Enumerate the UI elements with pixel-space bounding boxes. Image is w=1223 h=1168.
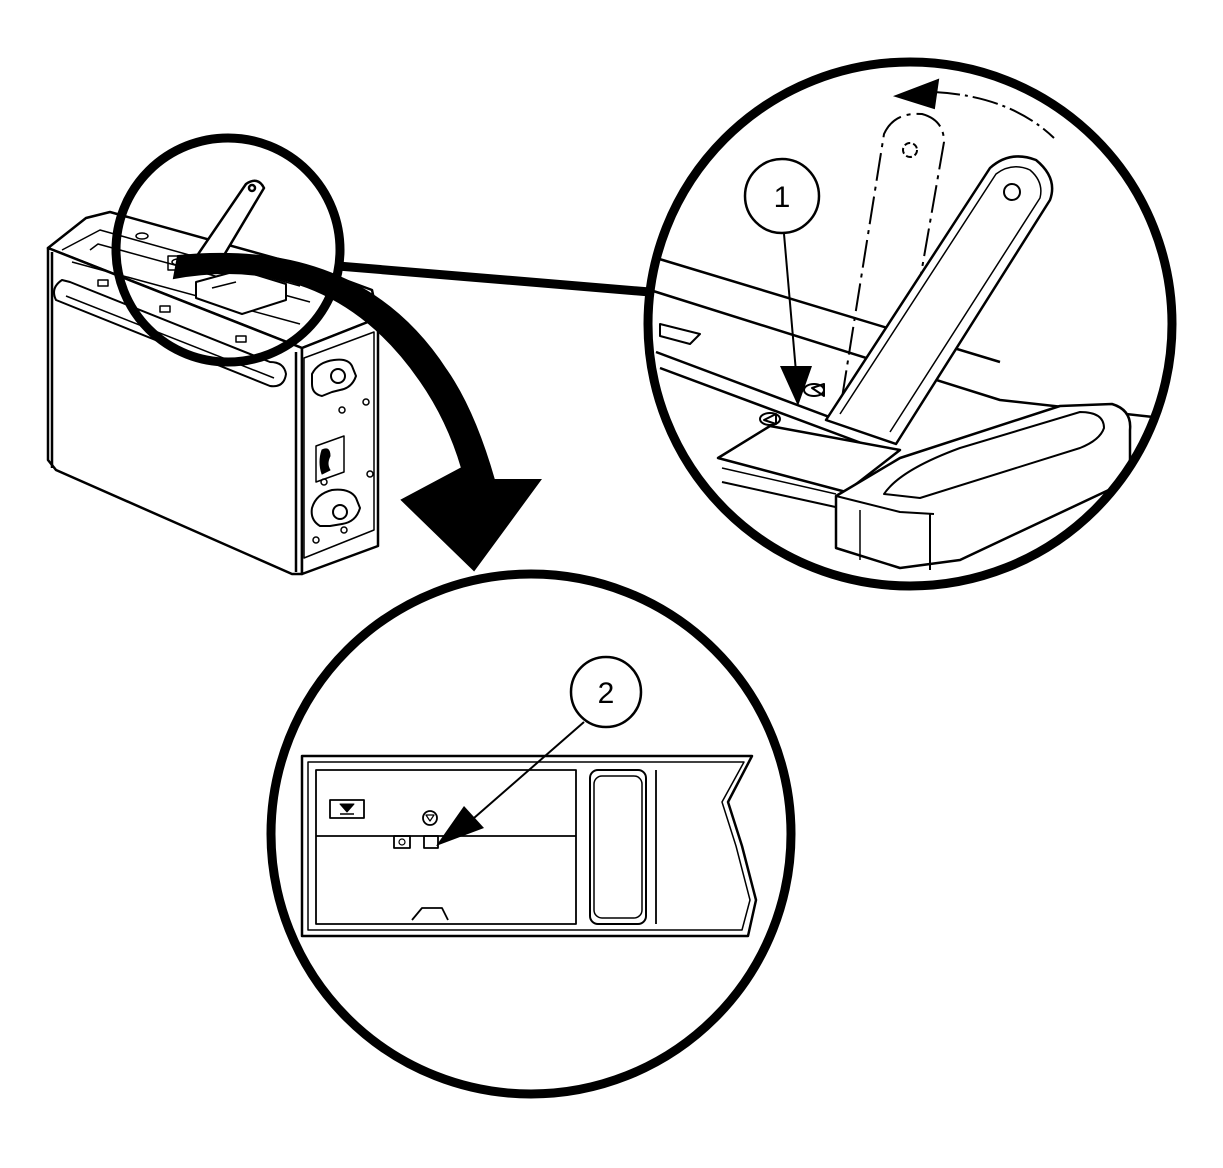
eject-icon [339, 803, 355, 813]
callout-2-badge [569, 655, 643, 729]
detail-2-frame [266, 569, 796, 1099]
callout-2-label: 2 [598, 677, 615, 710]
curved-arrow-icon [172, 252, 542, 572]
detail-1-frame [643, 57, 1177, 591]
callout-1-arrow-icon [780, 366, 812, 406]
media-unit [46, 210, 380, 576]
tool-previous-position [841, 112, 946, 419]
detail-marker-circle [111, 133, 345, 367]
release-tool-detail [824, 155, 1054, 446]
detail-view-2: 2 [266, 569, 796, 1099]
rotation-arrow-icon [933, 91, 1055, 139]
detail-leader-line [337, 261, 651, 297]
release-tool [188, 179, 266, 274]
callout-1-label: 1 [774, 181, 791, 214]
callout-1-badge [743, 157, 821, 235]
detail-view-1: 1 [643, 57, 1177, 591]
callout-2-arrow-icon [436, 806, 484, 846]
